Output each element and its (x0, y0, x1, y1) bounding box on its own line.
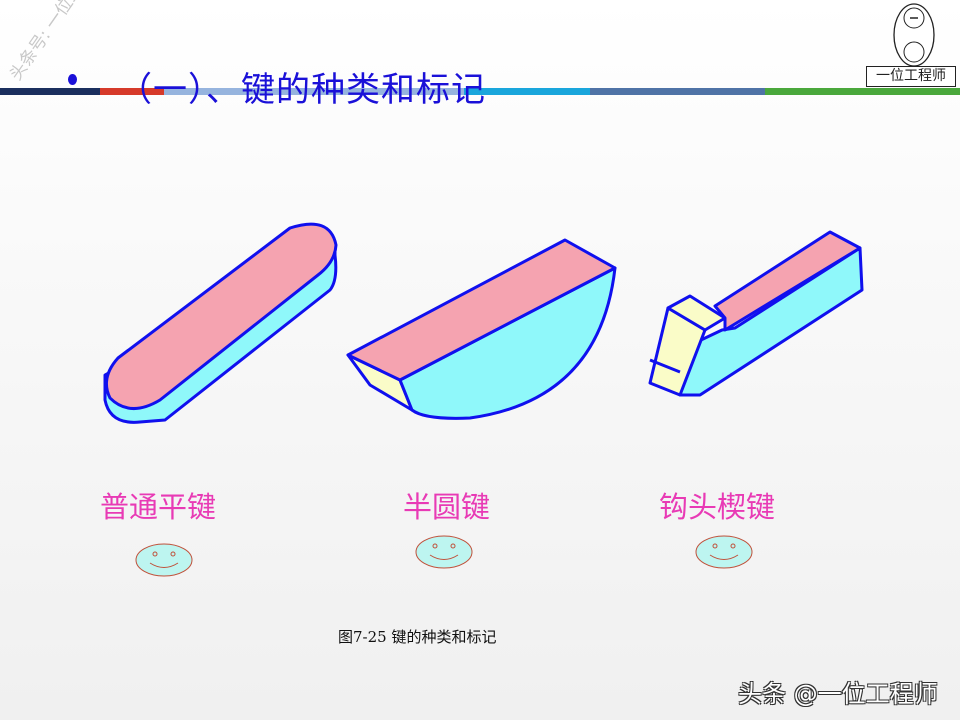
logo-label: 一位工程师 (866, 66, 956, 87)
header-bar-segment (590, 88, 765, 95)
header-bar-segment (100, 88, 164, 95)
header-bar-segment (765, 88, 960, 95)
header-bar-segment (164, 88, 464, 95)
page-title: （一）、键的种类和标记 (118, 70, 486, 110)
flat-key-drawing (103, 222, 338, 424)
gib-head-key-drawing (648, 230, 864, 397)
half-round-key-drawing (346, 238, 617, 420)
smiley-icon (695, 535, 753, 569)
smiley-icon (415, 535, 473, 569)
key-label-half-round: 半圆键 (403, 490, 491, 524)
header-bar-segment (464, 88, 590, 95)
logo-seal-icon (893, 3, 935, 67)
key-label-flat: 普通平键 (100, 490, 217, 524)
header-bar-segment (0, 88, 100, 95)
credit-watermark: 头条 @一位工程师 (738, 680, 938, 708)
smiley-icon (135, 543, 193, 577)
bullet-icon (68, 74, 77, 85)
key-label-gib-head: 钩头楔键 (659, 490, 776, 524)
figure-caption: 图7-25 键的种类和标记 (338, 628, 497, 646)
